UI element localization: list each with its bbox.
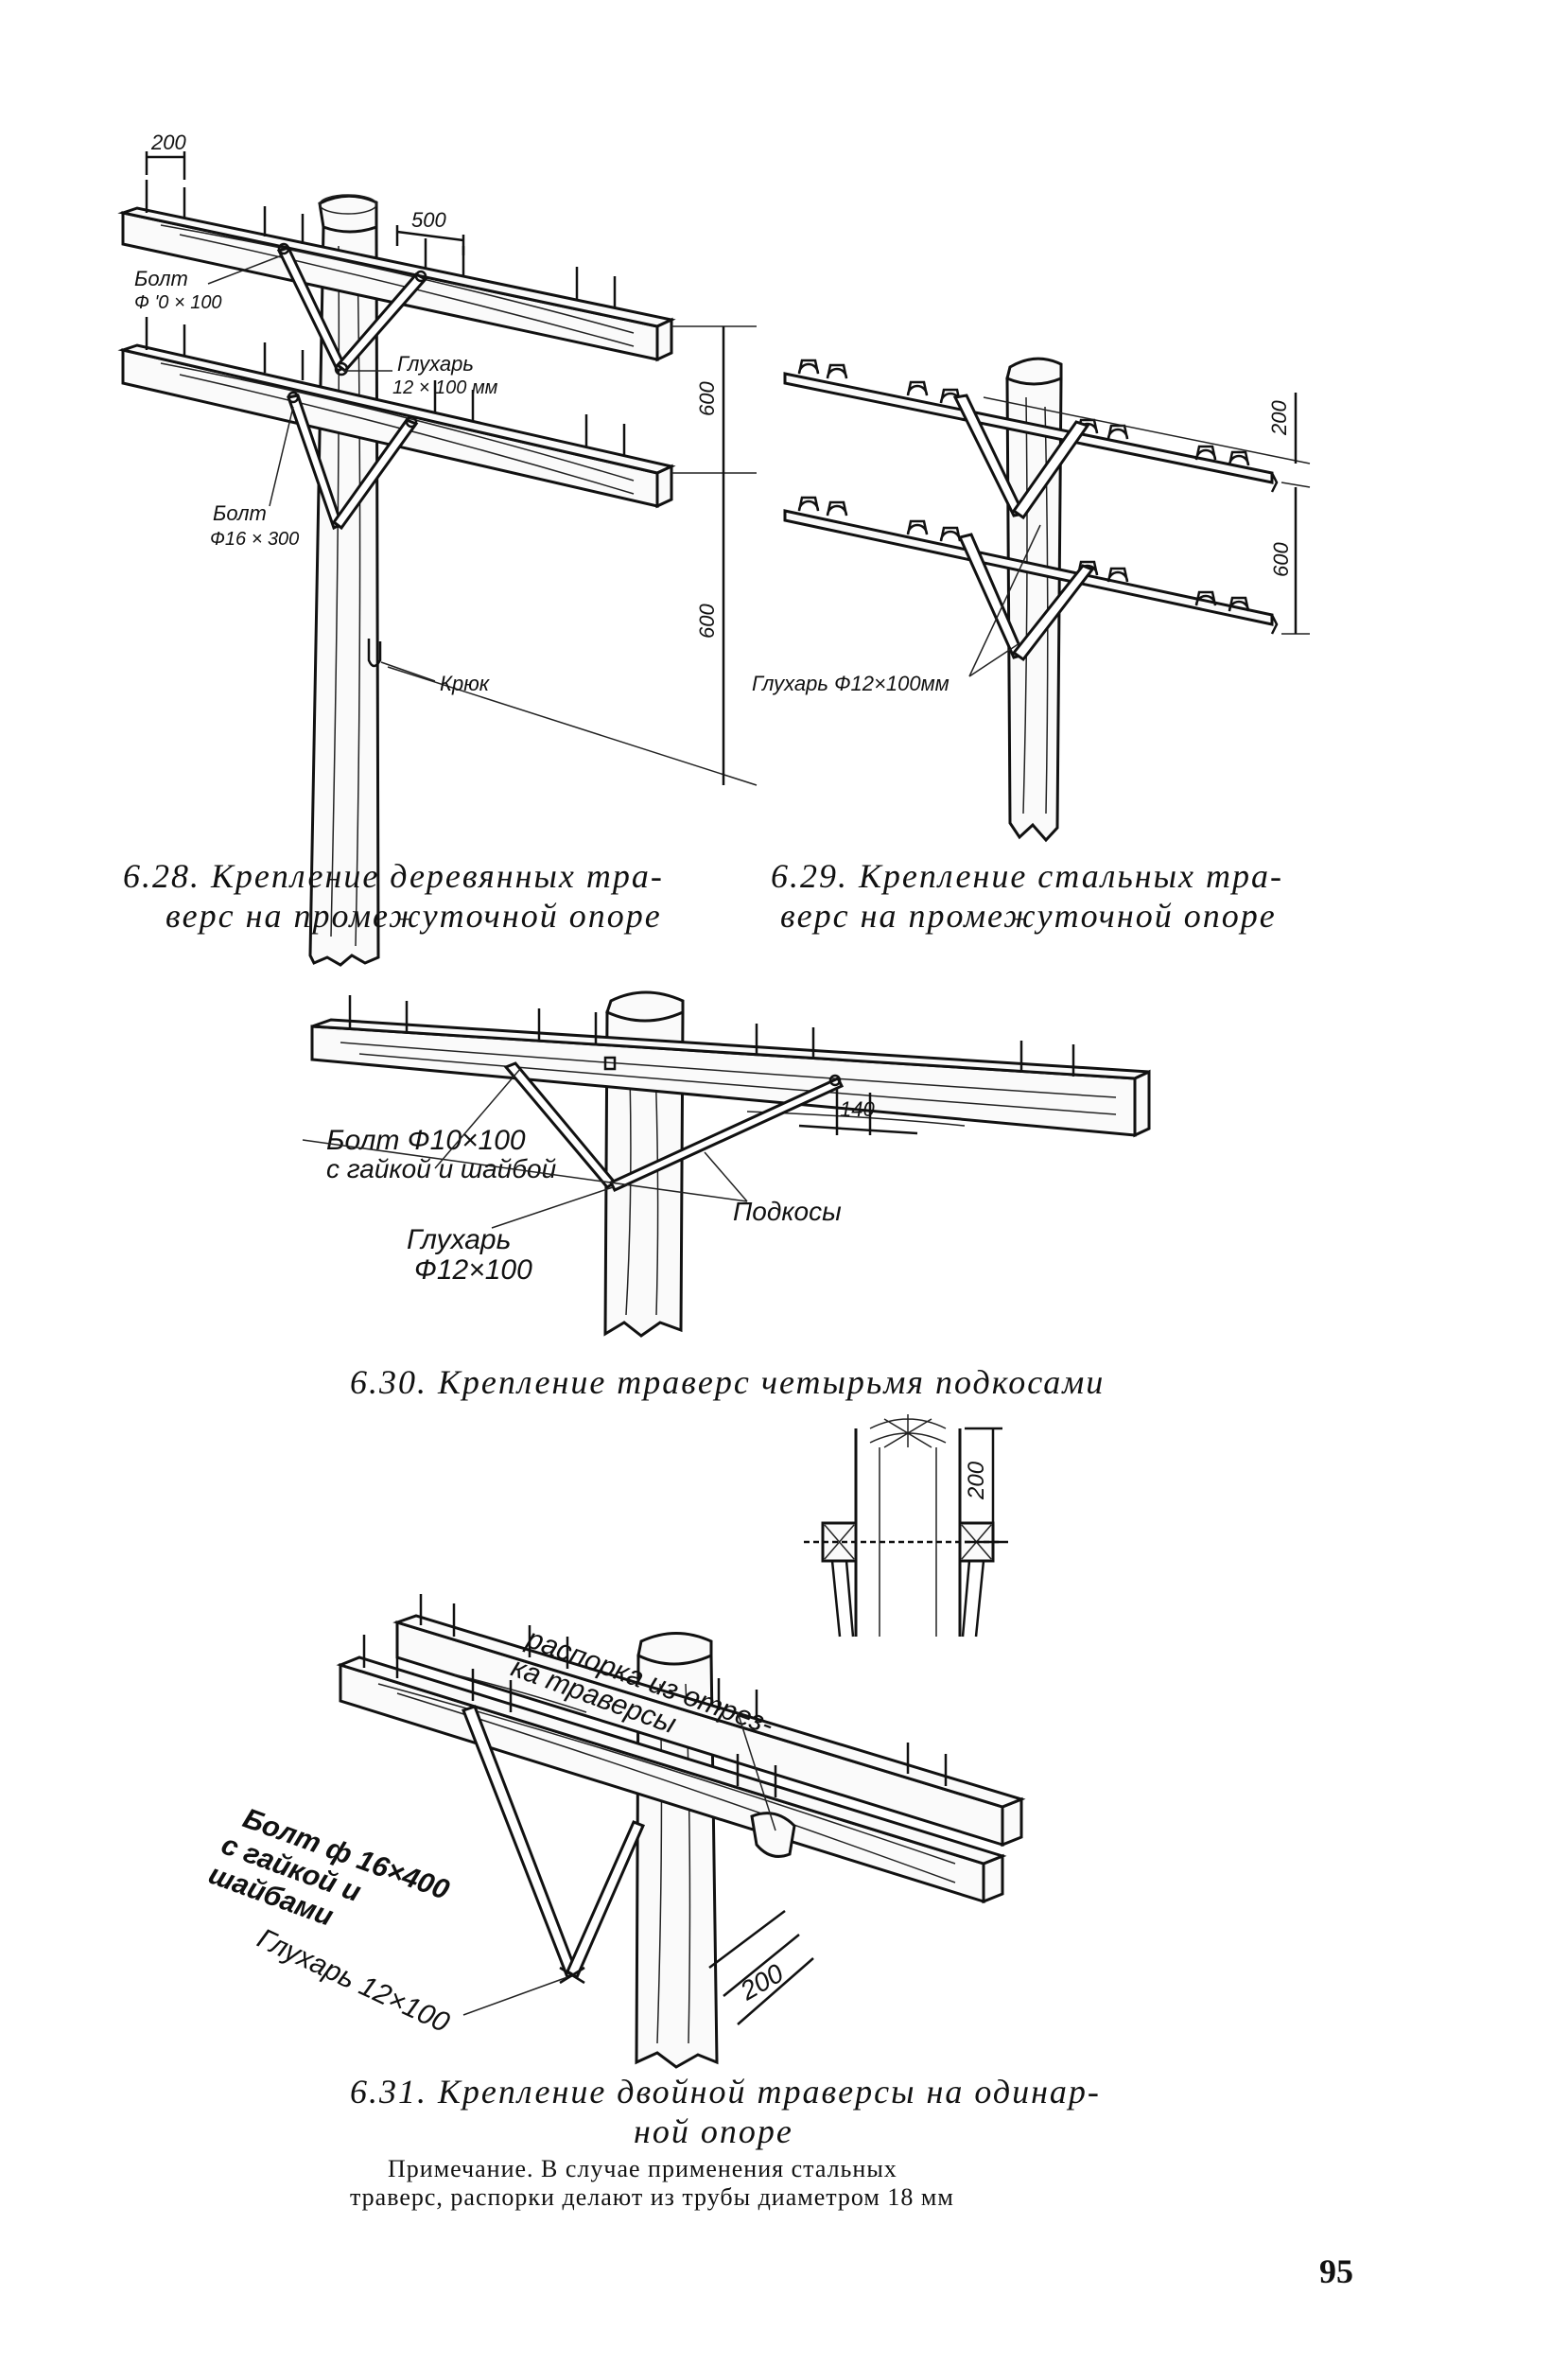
note-line: Примечание. В случае применения стальных [388, 2155, 897, 2182]
dim-140: 140 [840, 1097, 875, 1121]
footnote: Примечание. В случае применения стальных… [350, 2155, 1201, 2212]
caption-number: 6.30. [350, 1363, 427, 1401]
figure-6-30: 140 Болт Ф10×100 с гайкой и шайбой Подко… [302, 990, 1151, 1338]
lag-label: Глухарь 12×100 [253, 1922, 454, 2039]
caption-line: Крепление траверс четырьмя подкосами [438, 1363, 1106, 1401]
caption-number: 6.31. [350, 2073, 427, 2111]
braces-label: Подкосы [733, 1197, 842, 1226]
bolt-label-1: Болт [134, 267, 188, 290]
caption-line: ной опоре [634, 2112, 793, 2150]
dim-600: 600 [1269, 542, 1293, 577]
dim-200: 200 [150, 131, 186, 154]
figure-6-28: 200 500 600 600 Болт Ф '0 × 100 Глухарь … [117, 131, 758, 967]
bolt-size-1: Ф '0 × 100 [134, 292, 222, 313]
lag-label: Глухарь [407, 1224, 511, 1255]
caption-line: верс на промежуточной опоре [166, 897, 662, 935]
bolt-label-2: Болт [213, 501, 267, 525]
caption-6-29: 6.29. Крепление стальных тра- верс на пр… [771, 856, 1338, 936]
lag-size: 12 × 100 мм [392, 377, 498, 398]
caption-6-28: 6.28. Крепление деревянных тра- верс на … [123, 856, 709, 936]
caption-line: Крепление стальных тра- [859, 857, 1283, 895]
caption-line: Крепление двойной траверсы на одинар- [438, 2073, 1101, 2111]
inset-section-view: 200 [804, 1414, 1012, 1638]
caption-number: 6.28. [123, 857, 200, 895]
dim-500: 500 [411, 208, 446, 232]
lag-label: Глухарь [397, 352, 474, 376]
figure-6-29: 200 600 Глухарь Ф12×100мм [752, 357, 1311, 843]
bolt-label: Болт Ф10×100 [326, 1125, 526, 1156]
dim-200-bottom: 200 [735, 1958, 789, 2006]
caption-line: верс на промежуточной опоре [780, 897, 1277, 935]
figure-6-31: 200 200 распорка из отрез- ка траверсы Б… [204, 1414, 1026, 2069]
note-line: траверс, распорки делают из трубы диамет… [350, 2183, 954, 2211]
dim-600-lower: 600 [695, 604, 719, 639]
dim-200-top: 200 [964, 1461, 989, 1500]
caption-line: Крепление деревянных тра- [211, 857, 664, 895]
lag-size: Ф12×100 [414, 1254, 532, 1286]
caption-number: 6.29. [771, 857, 848, 895]
page-number: 95 [1319, 2252, 1353, 2290]
dim-200: 200 [1267, 400, 1291, 436]
caption-6-31: 6.31. Крепление двойной траверсы на один… [350, 2072, 1201, 2151]
bolt-size-2: Ф16 × 300 [210, 529, 299, 550]
lag-label: Глухарь Ф12×100мм [752, 672, 950, 695]
hook-label: Крюк [440, 672, 491, 695]
dim-600-upper: 600 [695, 381, 719, 416]
caption-6-30: 6.30. Крепление траверс четырьмя подкоса… [350, 1362, 1201, 1402]
